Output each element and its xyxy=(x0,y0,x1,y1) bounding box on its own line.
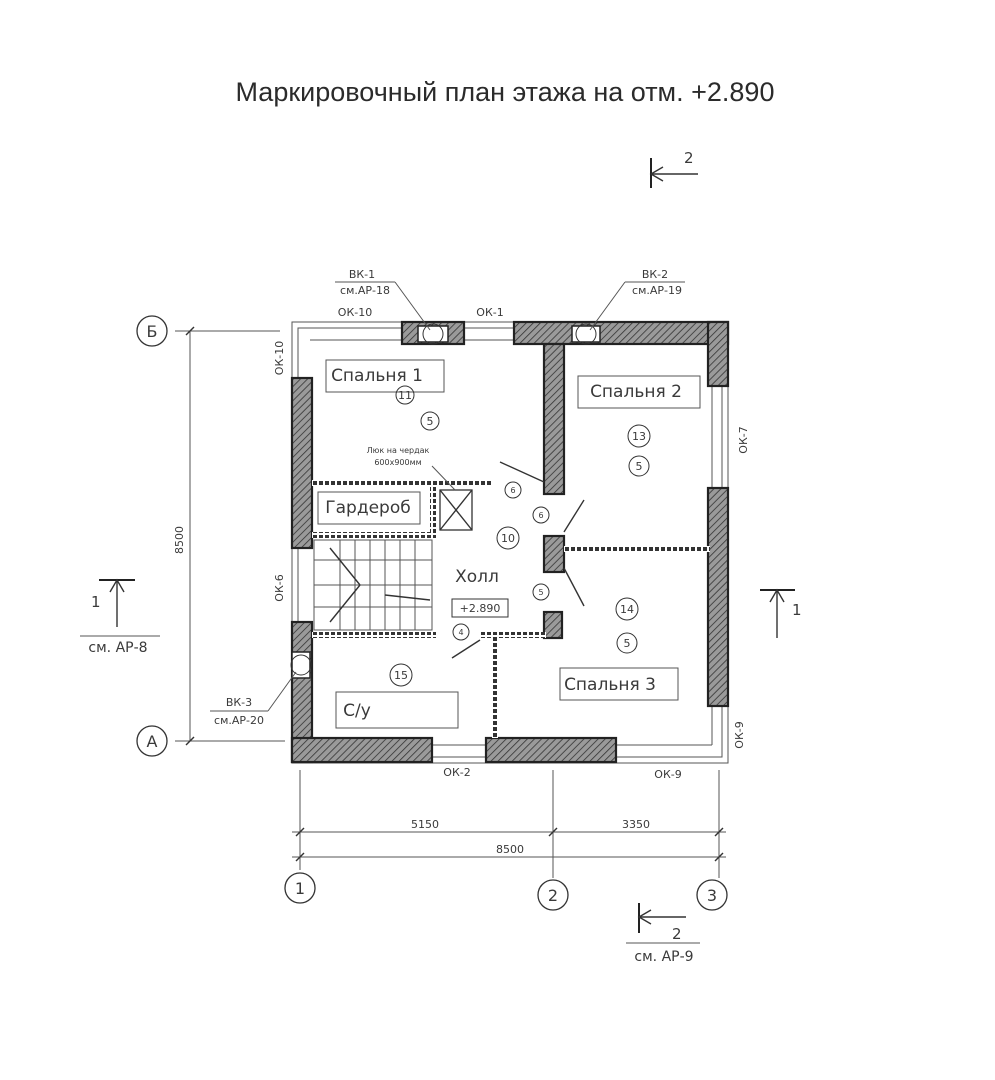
room-bedroom-2: Спальня 2 13 5 xyxy=(577,375,701,477)
svg-text:6: 6 xyxy=(510,486,515,495)
svg-text:Люк на чердак: Люк на чердак xyxy=(367,446,430,455)
room-bathroom: 15 С/у xyxy=(335,663,459,729)
svg-text:ВК-1: ВК-1 xyxy=(349,268,375,281)
svg-text:ВК-2: ВК-2 xyxy=(642,268,668,281)
window-label-ok6: ОК-6 xyxy=(273,574,286,601)
svg-text:С/у: С/у xyxy=(343,701,371,721)
svg-text:15: 15 xyxy=(394,669,408,682)
grid-axes xyxy=(175,326,726,878)
axis-bubble-a: А xyxy=(136,725,168,757)
door-swings xyxy=(451,461,585,659)
svg-text:2: 2 xyxy=(672,925,682,943)
svg-text:1: 1 xyxy=(295,879,305,898)
svg-text:10: 10 xyxy=(501,532,515,545)
door-marker-5: 5 xyxy=(532,583,550,601)
svg-text:2: 2 xyxy=(548,886,558,905)
partitions xyxy=(312,480,710,738)
vent-label-vk1: ВК-1 см.АР-18 xyxy=(335,268,431,331)
svg-text:3: 3 xyxy=(707,886,717,905)
dim-8500-horizontal: 8500 xyxy=(496,843,524,856)
room-bedroom-1: Спальня 1 11 5 xyxy=(325,359,445,431)
window-label-ok1: ОК-1 xyxy=(476,306,503,319)
svg-text:13: 13 xyxy=(632,430,646,443)
vent-label-vk2: ВК-2 см.АР-19 xyxy=(589,268,685,331)
svg-text:Спальня 1: Спальня 1 xyxy=(331,366,423,386)
dim-5150: 5150 xyxy=(411,818,439,831)
section-marker-1-left: 1 см. АР-8 xyxy=(80,578,160,656)
dim-3350: 3350 xyxy=(622,818,650,831)
attic-hatch-note: Люк на чердак 600х900мм xyxy=(367,446,430,467)
room-hall: 10 Холл +2.890 xyxy=(451,526,520,618)
svg-text:см. АР-8: см. АР-8 xyxy=(88,640,147,656)
svg-text:5: 5 xyxy=(636,460,643,473)
svg-text:11: 11 xyxy=(398,389,412,402)
door-marker-4: 4 xyxy=(452,623,470,641)
axis-bubble-2: 2 xyxy=(537,879,569,911)
svg-text:4: 4 xyxy=(458,628,463,637)
svg-text:5: 5 xyxy=(624,637,631,650)
window-label-ok7: ОК-7 xyxy=(737,426,750,453)
window-label-ok9-bottom: ОК-9 xyxy=(654,768,681,781)
door-marker-6a: 6 xyxy=(504,481,522,499)
svg-text:см.АР-18: см.АР-18 xyxy=(340,284,390,297)
window-label-ok9-right: ОК-9 xyxy=(733,721,746,748)
svg-text:Спальня 3: Спальня 3 xyxy=(564,675,656,695)
axis-bubble-3: 3 xyxy=(696,879,728,911)
svg-text:6: 6 xyxy=(538,511,543,520)
hall-level-mark: +2.890 xyxy=(460,602,501,615)
room-bedroom-3: 14 5 Спальня 3 xyxy=(559,597,679,701)
axis-bubble-b: Б xyxy=(136,315,168,347)
svg-text:см. АР-9: см. АР-9 xyxy=(634,949,693,965)
page-title: Маркировочный план этажа на отм. +2.890 xyxy=(236,77,775,107)
svg-text:Гардероб: Гардероб xyxy=(325,498,410,518)
staircase xyxy=(313,539,433,631)
axis-bubble-1: 1 xyxy=(284,872,316,904)
vent-label-vk3: ВК-3 см.АР-20 xyxy=(210,671,297,727)
door-marker-6b: 6 xyxy=(532,506,550,524)
svg-text:ВК-3: ВК-3 xyxy=(226,696,252,709)
attic-hatch-symbol xyxy=(431,465,473,531)
dim-8500-vertical: 8500 xyxy=(173,526,186,554)
vent-shafts xyxy=(290,323,601,679)
window-label-ok2: ОК-2 xyxy=(443,766,470,779)
room-wardrobe: Гардероб xyxy=(317,491,421,525)
svg-text:см.АР-20: см.АР-20 xyxy=(214,714,264,727)
svg-text:14: 14 xyxy=(620,603,634,616)
svg-text:600х900мм: 600х900мм xyxy=(374,458,421,467)
window-label-ok10-left: ОК-10 xyxy=(273,341,286,375)
svg-text:Б: Б xyxy=(147,322,158,341)
window-label-ok10-top: ОК-10 xyxy=(338,306,372,319)
svg-text:Спальня 2: Спальня 2 xyxy=(590,382,682,402)
walls xyxy=(290,320,730,764)
svg-text:А: А xyxy=(147,732,158,751)
svg-text:2: 2 xyxy=(684,149,694,167)
svg-text:1: 1 xyxy=(91,593,101,611)
svg-text:5: 5 xyxy=(427,415,434,428)
svg-text:см.АР-19: см.АР-19 xyxy=(632,284,682,297)
section-marker-2-bottom: 2 см. АР-9 xyxy=(626,903,700,965)
svg-text:Холл: Холл xyxy=(455,567,499,587)
svg-text:5: 5 xyxy=(538,588,543,597)
svg-text:1: 1 xyxy=(792,601,802,619)
section-marker-2-top: 2 xyxy=(649,149,698,188)
section-marker-1-right: 1 xyxy=(760,588,802,638)
